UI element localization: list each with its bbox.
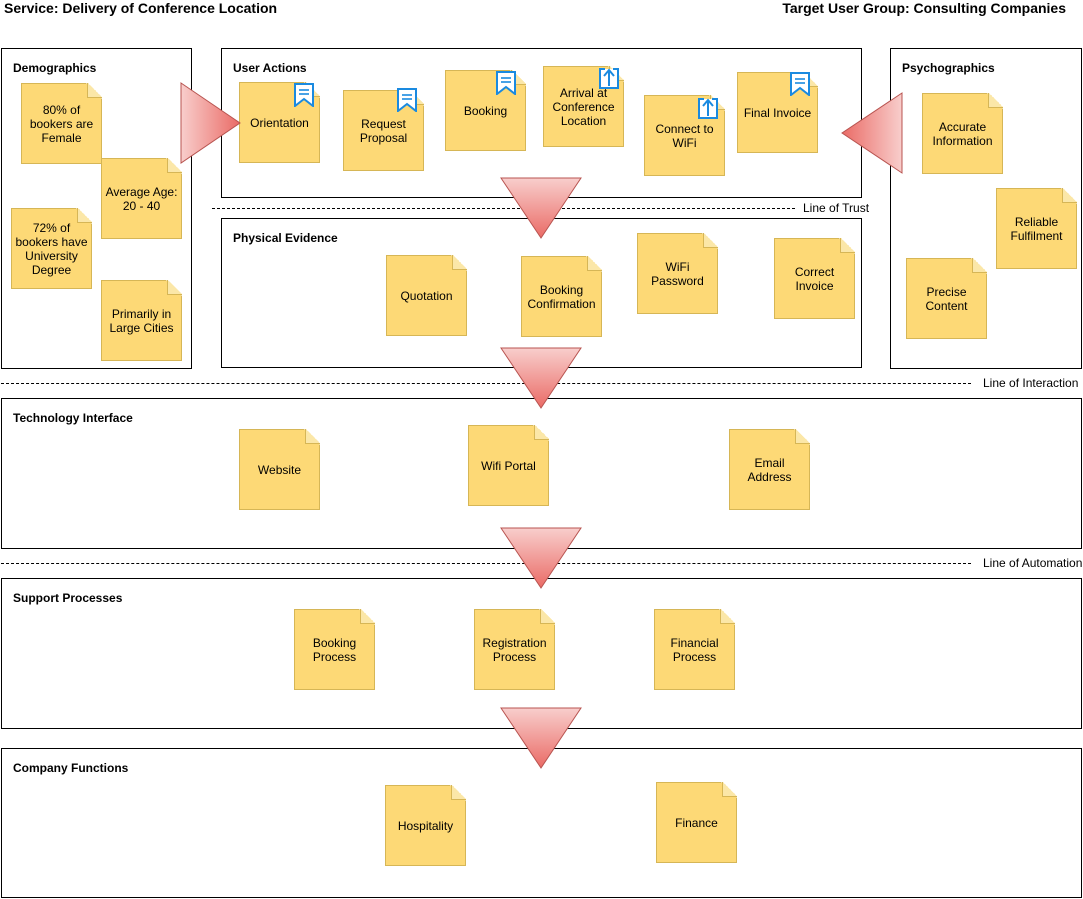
arrow-down-trust: [500, 177, 582, 239]
support-booking-process[interactable]: Booking Process: [294, 609, 375, 690]
user-actions-label: User Actions: [233, 61, 307, 75]
upload-icon: [599, 68, 619, 89]
tech-wifi-portal[interactable]: Wifi Portal: [468, 425, 549, 506]
arrow-left-psychographics: [841, 92, 903, 174]
user-action-final-invoice[interactable]: Final Invoice: [737, 72, 818, 153]
evidence-correct-invoice[interactable]: Correct Invoice: [774, 238, 855, 319]
demographics-label: Demographics: [13, 61, 97, 75]
line-of-automation: [1, 563, 971, 564]
support-financial-process[interactable]: Financial Process: [654, 609, 735, 690]
arrow-right-demographics: [180, 82, 241, 164]
psychographics-note-precise[interactable]: Precise Content: [906, 258, 987, 339]
demographics-note-cities[interactable]: Primarily in Large Cities: [101, 280, 182, 361]
demographics-note-female[interactable]: 80% of bookers are Female: [21, 83, 102, 164]
line-of-interaction-label: Line of Interaction: [983, 376, 1079, 390]
tech-website[interactable]: Website: [239, 429, 320, 510]
service-title: Service: Delivery of Conference Location: [4, 0, 278, 16]
bookmark-icon: [496, 71, 516, 95]
arrow-down-support: [500, 707, 582, 769]
target-group-title: Target User Group: Consulting Companies: [782, 0, 1066, 16]
line-of-interaction: [1, 383, 971, 384]
bookmark-icon: [790, 72, 810, 96]
bookmark-icon: [397, 88, 417, 112]
company-functions-panel: Company Functions: [1, 748, 1082, 898]
evidence-quotation[interactable]: Quotation: [386, 255, 467, 336]
upload-icon: [698, 98, 718, 119]
support-registration-process[interactable]: Registration Process: [474, 609, 555, 690]
demographics-note-degree[interactable]: 72% of bookers have University Degree: [11, 208, 92, 289]
demographics-note-age[interactable]: Average Age: 20 - 40: [101, 158, 182, 239]
psychographics-note-accurate[interactable]: Accurate Information: [922, 93, 1003, 174]
physical-evidence-label: Physical Evidence: [233, 231, 338, 245]
psychographics-label: Psychographics: [902, 61, 995, 75]
function-hospitality[interactable]: Hospitality: [385, 785, 466, 866]
technology-interface-label: Technology Interface: [13, 411, 133, 425]
evidence-wifi-password[interactable]: WiFi Password: [637, 233, 718, 314]
line-of-trust-label: Line of Trust: [803, 201, 870, 215]
psychographics-note-reliable[interactable]: Reliable Fulfilment: [996, 188, 1077, 269]
tech-email-address[interactable]: Email Address: [729, 429, 810, 510]
line-of-automation-label: Line of Automation: [983, 556, 1083, 570]
bookmark-icon: [294, 83, 314, 107]
support-processes-label: Support Processes: [13, 591, 123, 605]
arrow-down-automation: [500, 527, 582, 589]
company-functions-label: Company Functions: [13, 761, 129, 775]
evidence-booking-confirmation[interactable]: Booking Confirmation: [521, 256, 602, 337]
arrow-down-interaction: [500, 347, 582, 409]
line-of-trust: [212, 208, 795, 209]
function-finance[interactable]: Finance: [656, 782, 737, 863]
